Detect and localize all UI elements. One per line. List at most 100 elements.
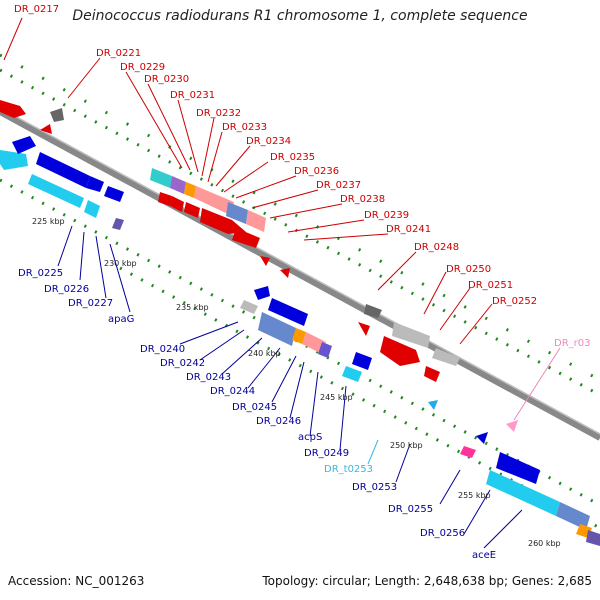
label-drr03[interactable]: DR_r03 xyxy=(554,338,590,349)
label-acps[interactable]: acpS xyxy=(298,432,322,443)
label-dr0225[interactable]: DR_0225 xyxy=(18,268,63,279)
feature-dr0248b xyxy=(358,322,370,336)
label-dr0255[interactable]: DR_0255 xyxy=(388,504,433,515)
feature-dr0248 xyxy=(364,304,382,318)
label-dr0240[interactable]: DR_0240 xyxy=(140,344,185,355)
feature-dr0256 xyxy=(496,452,540,484)
label-dr0226[interactable]: DR_0226 xyxy=(44,284,89,295)
feature-dr0238 xyxy=(184,202,200,218)
feature-dr0240 xyxy=(240,300,258,314)
label-dr0233[interactable]: DR_0233 xyxy=(222,122,267,133)
label-dr0217[interactable]: DR_0217 xyxy=(14,4,59,15)
label-dr0236[interactable]: DR_0236 xyxy=(294,166,339,177)
topology-text: Topology: circular; Length: 2,648,638 bp… xyxy=(262,574,592,588)
label-dr0230[interactable]: DR_0230 xyxy=(144,74,189,85)
tick-240: 240 kbp xyxy=(248,349,281,358)
feature-dr0241b xyxy=(260,256,270,266)
feature-dr0229 xyxy=(150,168,172,188)
label-drt0253[interactable]: DR_t0253 xyxy=(324,464,373,475)
feature-dr0255 xyxy=(460,446,476,458)
label-dr0249[interactable]: DR_0249 xyxy=(304,448,349,459)
tick-235: 235 kbp xyxy=(176,303,209,312)
reverse-strand-features xyxy=(0,136,600,546)
label-connectors xyxy=(3,17,561,549)
label-dr0229[interactable]: DR_0229 xyxy=(120,62,165,73)
feature-dr0241c xyxy=(280,268,290,278)
tick-225: 225 kbp xyxy=(32,217,65,226)
feature-dr0252 xyxy=(432,348,460,366)
feature-dr0226 xyxy=(12,136,36,154)
feature-dr0251 xyxy=(380,336,420,366)
feature-dr0230 xyxy=(170,176,186,194)
feature-dr0253 xyxy=(476,432,488,444)
tick-260: 260 kbp xyxy=(528,539,561,548)
feature-dr0245 xyxy=(292,328,306,344)
kbp-ticks: 225 kbp 230 kbp 235 kbp 240 kbp 245 kbp … xyxy=(32,217,561,548)
feature-dr0237 xyxy=(170,196,184,212)
label-dr0242[interactable]: DR_0242 xyxy=(160,358,205,369)
label-dr0234[interactable]: DR_0234 xyxy=(246,136,291,147)
label-dr0252[interactable]: DR_0252 xyxy=(492,296,537,307)
feature-dr0221b xyxy=(40,124,52,134)
feature-dr0236 xyxy=(158,192,172,206)
tick-230: 230 kbp xyxy=(104,259,137,268)
label-dr0245[interactable]: DR_0245 xyxy=(232,402,277,413)
label-dr0227[interactable]: DR_0227 xyxy=(68,298,113,309)
label-dr0235[interactable]: DR_0235 xyxy=(270,152,315,163)
feature-acps xyxy=(318,342,332,358)
feature-drr03 xyxy=(506,420,518,432)
feature-dr0227b xyxy=(28,174,84,208)
label-acee[interactable]: aceE xyxy=(472,550,496,561)
label-dr0237[interactable]: DR_0237 xyxy=(316,180,361,191)
forward-strand-features xyxy=(0,100,518,432)
feature-dr0231 xyxy=(184,182,196,198)
feature-dr0249 xyxy=(352,352,372,370)
label-dr0248[interactable]: DR_0248 xyxy=(414,242,459,253)
label-dr0231[interactable]: DR_0231 xyxy=(170,90,215,101)
label-dr0244[interactable]: DR_0244 xyxy=(210,386,255,397)
feature-apag xyxy=(86,176,104,192)
reverse-gene-labels: DR_0225 DR_0226 DR_0227 apaG DR_0240 DR_… xyxy=(18,268,496,561)
label-dr0250[interactable]: DR_0250 xyxy=(446,264,491,275)
feature-dr0242 xyxy=(254,286,270,300)
tick-250: 250 kbp xyxy=(390,441,423,450)
feature-apag4 xyxy=(112,218,124,230)
label-dr0221[interactable]: DR_0221 xyxy=(96,48,141,59)
feature-dr0252b xyxy=(424,366,440,382)
feature-acee xyxy=(556,502,590,530)
feature-dr0250 xyxy=(392,322,430,348)
label-dr0251[interactable]: DR_0251 xyxy=(468,280,513,291)
label-dr0238[interactable]: DR_0238 xyxy=(340,194,385,205)
feature-dr0234 xyxy=(246,210,266,232)
tick-255: 255 kbp xyxy=(458,491,491,500)
feature-dr0239 xyxy=(200,208,246,234)
label-dr0246[interactable]: DR_0246 xyxy=(256,416,301,427)
feature-dr0244 xyxy=(258,312,296,346)
label-dr0243[interactable]: DR_0243 xyxy=(186,372,231,383)
feature-dr0221 xyxy=(50,108,64,122)
feature-dr0243 xyxy=(268,298,308,326)
label-dr0256[interactable]: DR_0256 xyxy=(420,528,465,539)
tick-245: 245 kbp xyxy=(320,393,353,402)
feature-dr0232 xyxy=(194,186,234,216)
feature-dr0233 xyxy=(226,202,248,224)
label-dr0239[interactable]: DR_0239 xyxy=(364,210,409,221)
label-dr0253[interactable]: DR_0253 xyxy=(352,482,397,493)
feature-dr0225 xyxy=(0,150,28,170)
feature-apag2 xyxy=(104,186,124,202)
map-title: Deinococcus radiodurans R1 chromosome 1,… xyxy=(72,8,528,24)
feature-drt0253 xyxy=(428,400,438,410)
label-apag[interactable]: apaG xyxy=(108,314,134,325)
chromosome-backbone xyxy=(0,107,600,441)
feature-dr0217 xyxy=(0,100,26,118)
label-dr0232[interactable]: DR_0232 xyxy=(196,108,241,119)
feature-dr0241 xyxy=(232,228,260,248)
accession-text: Accession: NC_001263 xyxy=(8,574,145,588)
forward-gene-labels: DR_0217 DR_0221 DR_0229 DR_0230 DR_0231 … xyxy=(14,4,590,349)
label-dr0241[interactable]: DR_0241 xyxy=(386,224,431,235)
feature-acee3 xyxy=(586,530,600,546)
feature-dr0249b xyxy=(342,366,362,382)
feature-dr0256b xyxy=(486,470,560,516)
feature-apag3 xyxy=(84,200,100,218)
